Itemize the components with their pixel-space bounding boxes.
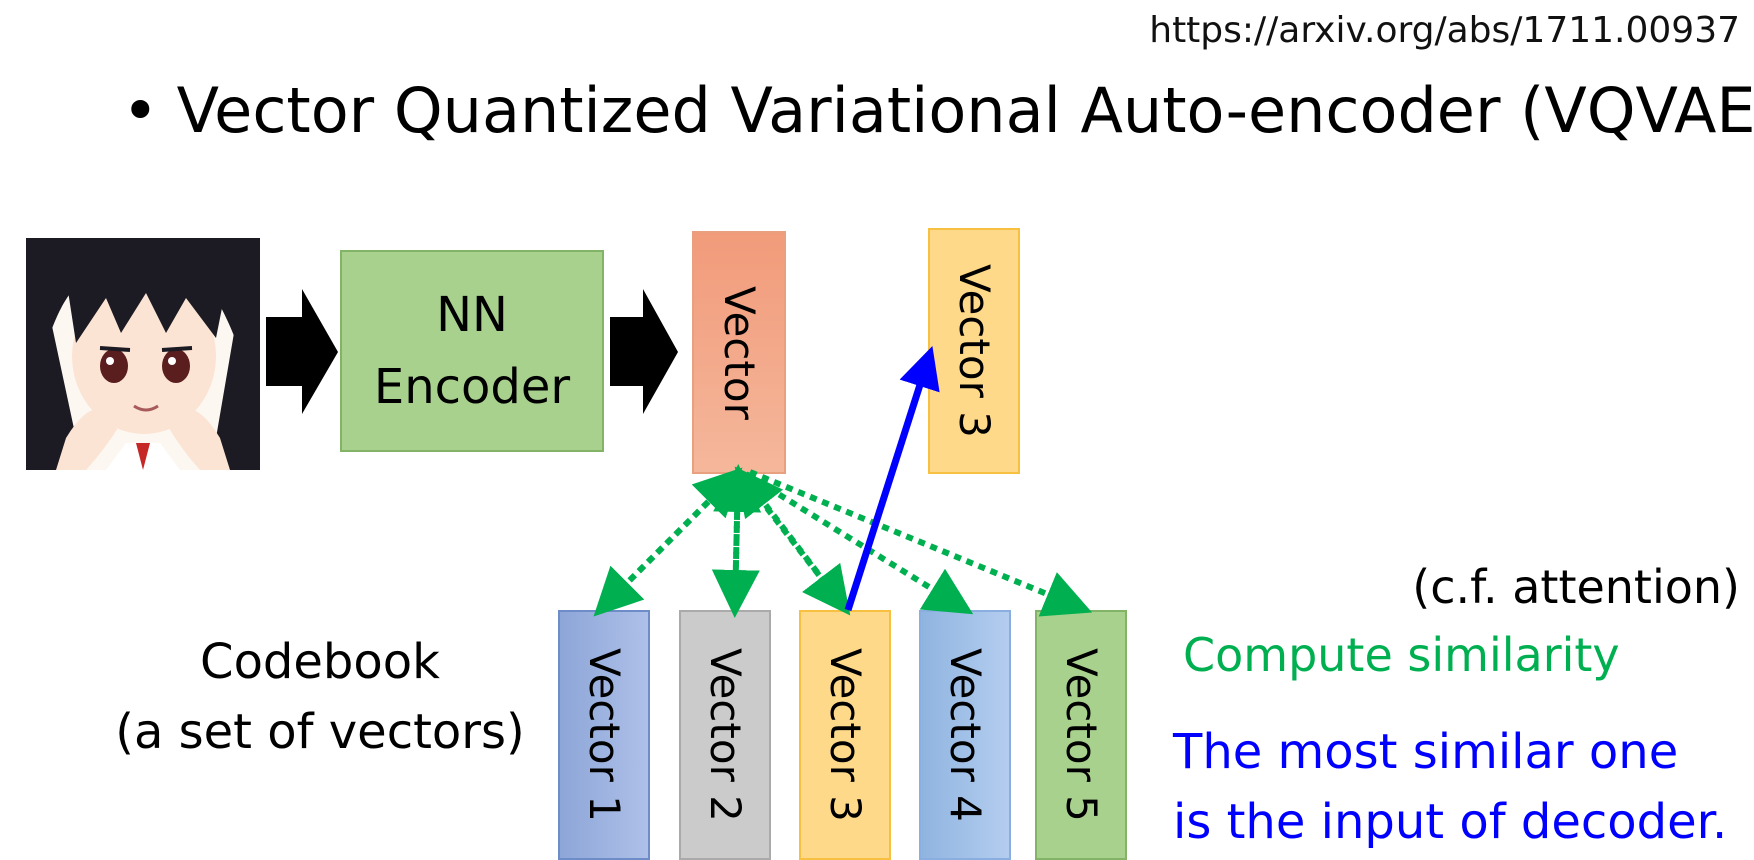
codebook-vector-3-label: Vector 3	[821, 648, 870, 822]
similarity-arrow-1-back	[599, 467, 743, 611]
codebook-vector-1-label: Vector 1	[580, 648, 629, 822]
title-bullet: •	[122, 74, 159, 147]
similarity-arrow-2	[711, 473, 760, 618]
selection-arrow	[844, 345, 940, 612]
similarity-arrow-2-back	[713, 464, 762, 607]
source-url: https://arxiv.org/abs/1711.00937	[1149, 10, 1740, 51]
slide-title: •Vector Quantized Variational Auto-encod…	[122, 74, 1754, 147]
codebook-vector-4: Vector 4	[919, 610, 1011, 860]
similarity-arrow-5	[748, 469, 1093, 617]
encoder-label-line2: Encoder	[373, 359, 571, 415]
similarity-arrow-4	[744, 471, 974, 615]
codebook-vector-2: Vector 2	[679, 610, 771, 860]
codebook-vector-3: Vector 3	[799, 610, 891, 860]
nn-encoder-box: NN Encoder	[340, 250, 604, 452]
selected-vector-box: Vector 3	[928, 228, 1020, 474]
most-similar-note: The most similar one is the input of dec…	[1173, 718, 1727, 857]
selected-vector-label: Vector 3	[950, 264, 999, 438]
input-image	[26, 238, 260, 470]
similarity-arrow-3	[739, 472, 851, 616]
most-similar-note-line2: is the input of decoder.	[1173, 793, 1728, 850]
codebook-caption: Codebook (a set of vectors)	[100, 628, 540, 767]
similarity-arrow-3-back	[734, 466, 846, 608]
codebook-caption-line1: Codebook	[200, 634, 440, 690]
similarity-arrow-1	[593, 471, 739, 617]
anime-girl-portrait-icon	[26, 238, 260, 470]
encoded-vector-label: Vector	[715, 285, 764, 420]
codebook-vector-5: Vector 5	[1035, 610, 1127, 860]
codebook-vector-5-label: Vector 5	[1057, 648, 1106, 822]
codebook-vector-2-label: Vector 2	[701, 648, 750, 822]
encoder-label-line1: NN	[436, 287, 508, 343]
block-arrow-image-to-encoder	[266, 289, 338, 414]
codebook-vector-4-label: Vector 4	[941, 648, 990, 822]
most-similar-note-line1: The most similar one	[1173, 724, 1679, 780]
codebook-vector-1: Vector 1	[558, 610, 650, 860]
cf-attention-note: (c.f. attention)	[1412, 560, 1740, 614]
codebook-caption-line2: (a set of vectors)	[115, 703, 525, 760]
encoded-vector-box: Vector	[692, 231, 786, 474]
block-arrow-encoder-to-vector	[610, 289, 678, 414]
title-text: Vector Quantized Variational Auto-encode…	[176, 74, 1754, 147]
compute-similarity-note: Compute similarity	[1183, 628, 1620, 682]
